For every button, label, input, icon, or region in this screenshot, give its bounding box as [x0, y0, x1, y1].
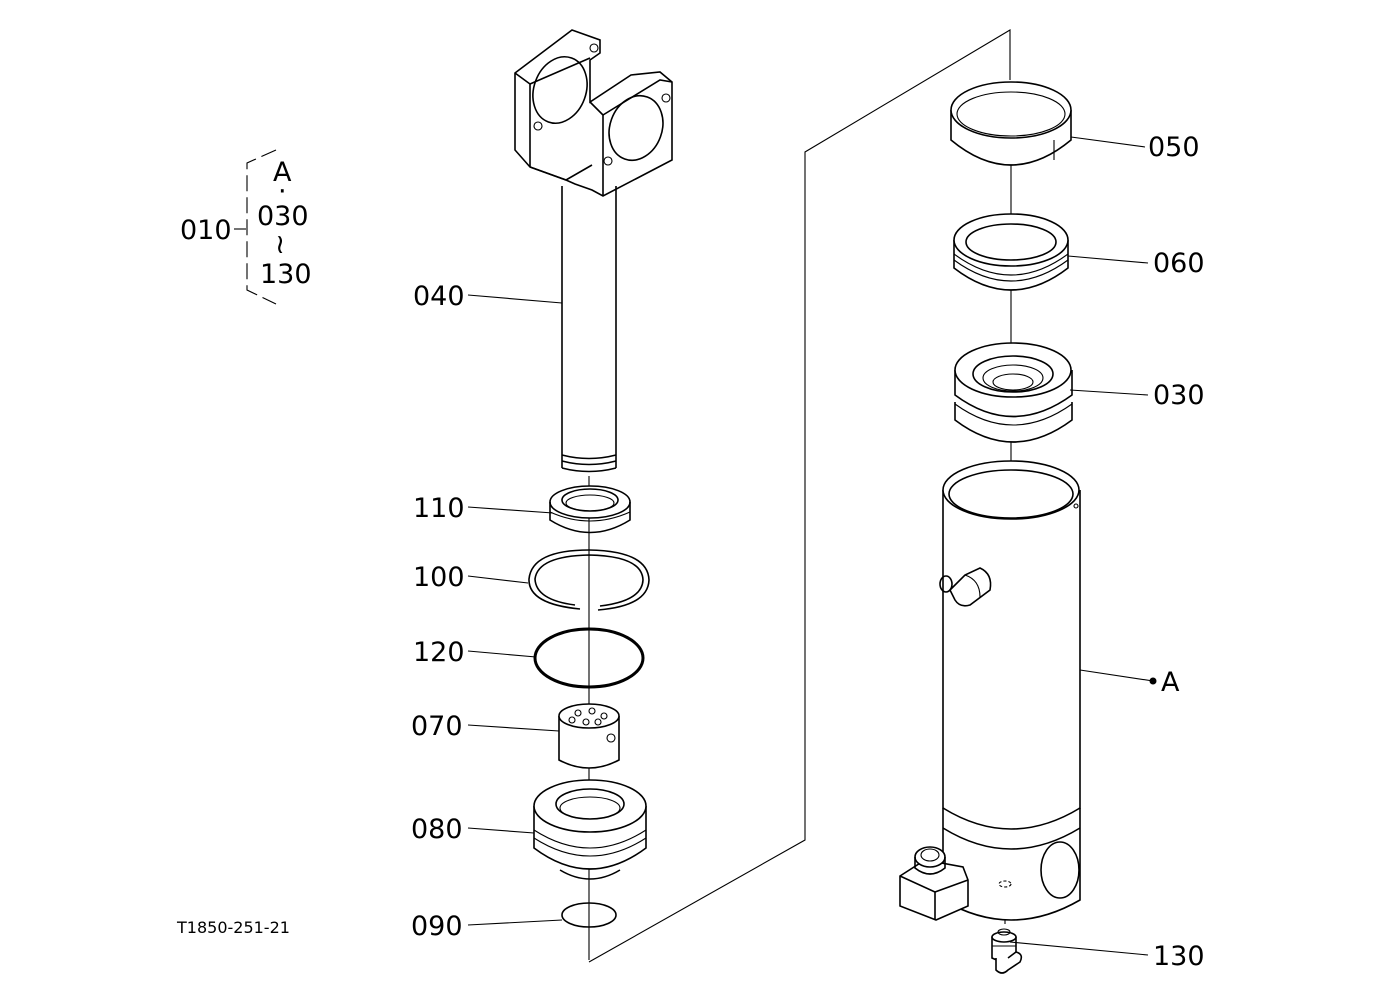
callout-090: 090	[411, 911, 463, 942]
part-a-cylinder-tube	[899, 460, 1081, 921]
part-130-grease-fitting	[991, 928, 1023, 974]
assembly-label: 010	[180, 215, 232, 246]
assembly-range-mark: ≀	[275, 229, 285, 260]
assembly-dot: ·	[278, 176, 287, 207]
callout-040: 040	[413, 281, 465, 312]
assembly-item-030: 030	[257, 201, 309, 232]
callout-030: 030	[1153, 380, 1205, 411]
callout-labels: 040 110 100 120 070 080 090 050 060 030 …	[411, 132, 1205, 972]
assembly-item-130: 130	[260, 259, 312, 290]
part-040-piston-rod	[514, 29, 673, 473]
callout-070: 070	[411, 711, 463, 742]
part-050-wear-ring	[950, 81, 1072, 166]
drawing-reference-id: T1850-251-21	[176, 918, 290, 937]
part-080-piston	[533, 779, 647, 880]
part-030-cylinder-head	[954, 342, 1073, 443]
assembly-group-010: 010 A · 030 ≀ 130	[180, 149, 312, 305]
callout-060: 060	[1153, 248, 1205, 279]
callout-120: 120	[413, 637, 465, 668]
callout-a: A	[1161, 667, 1180, 698]
part-100-snap-ring	[528, 549, 650, 611]
callout-100: 100	[413, 562, 465, 593]
callout-110: 110	[413, 493, 465, 524]
callout-050: 050	[1148, 132, 1200, 163]
callout-130: 130	[1153, 941, 1205, 972]
part-060-packing	[953, 213, 1069, 291]
part-120-o-ring	[533, 627, 645, 689]
part-110-rod-seal	[549, 485, 631, 534]
assembly-item-a: A	[273, 157, 292, 188]
exploded-view-divider	[588, 29, 1011, 963]
leader-lines	[467, 136, 1157, 956]
part-090-o-ring	[561, 902, 617, 928]
assembly-bracket	[246, 149, 277, 305]
callout-080: 080	[411, 814, 463, 845]
part-070-bushing	[558, 703, 620, 769]
